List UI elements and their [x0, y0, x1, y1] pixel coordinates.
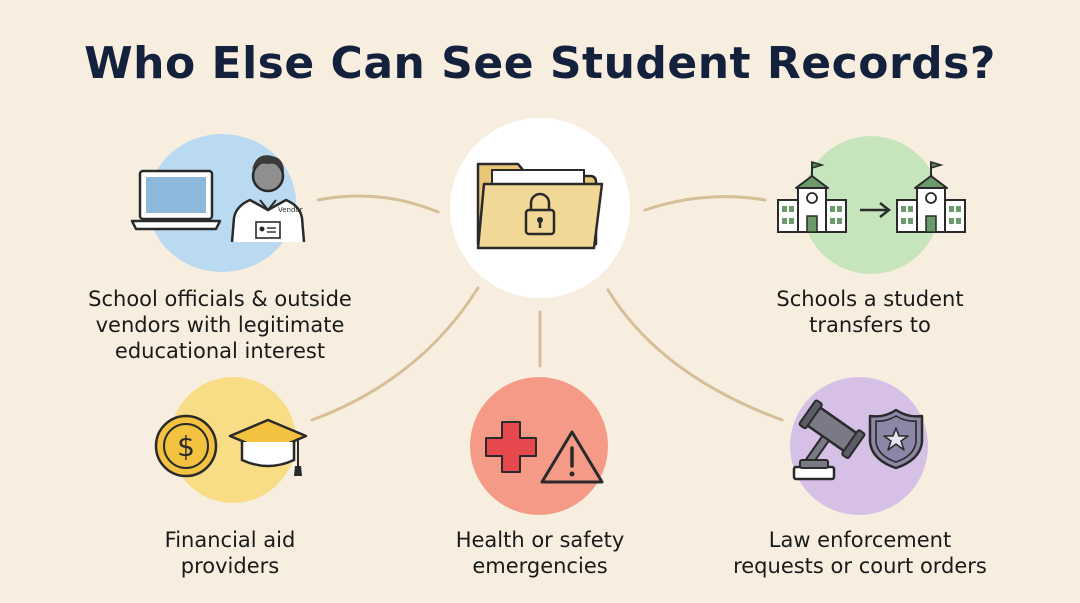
police-badge-icon — [868, 408, 924, 470]
label-health-safety: Health or safety emergencies — [420, 527, 660, 579]
school-building-icon — [896, 160, 966, 233]
school-building-icon — [777, 160, 847, 233]
label-line: Law enforcement — [768, 528, 952, 552]
laptop-icon — [130, 169, 222, 231]
connector-school-officials — [316, 194, 440, 214]
vendor-person-icon: Vendor — [230, 155, 306, 243]
label-line: vendors with legitimate — [95, 313, 345, 337]
label-line: providers — [180, 554, 280, 578]
label-line: Financial aid — [164, 528, 296, 552]
gavel-icon — [792, 399, 866, 481]
label-line: requests or court orders — [733, 554, 987, 578]
label-line: Schools a student — [776, 287, 964, 311]
label-financial-aid: Financial aid providers — [120, 527, 340, 579]
label-school-officials: School officials & outside vendors with … — [70, 286, 370, 364]
label-law-enforcement: Law enforcement requests or court orders — [720, 527, 1000, 579]
page-title: Who Else Can See Student Records? — [84, 38, 996, 89]
svg-text:$: $ — [177, 430, 195, 463]
label-line: Health or safety — [455, 528, 625, 552]
vendor-badge-text: Vendor — [278, 206, 303, 214]
warning-triangle-icon — [540, 430, 604, 484]
connector-financial-aid — [310, 286, 480, 422]
label-line: educational interest — [114, 339, 326, 363]
graduation-cap-icon — [228, 418, 308, 476]
dollar-coin-icon: $ — [154, 414, 218, 478]
connector-law-enforcement — [606, 288, 784, 422]
label-line: emergencies — [472, 554, 608, 578]
label-line: School officials & outside — [88, 287, 352, 311]
connector-transfer-schools — [643, 195, 767, 212]
locked-folder-icon — [476, 162, 604, 250]
arrow-right-icon — [860, 202, 892, 218]
medical-cross-icon — [485, 421, 537, 473]
label-transfer-schools: Schools a student transfers to — [740, 286, 1000, 338]
label-line: transfers to — [809, 313, 931, 337]
